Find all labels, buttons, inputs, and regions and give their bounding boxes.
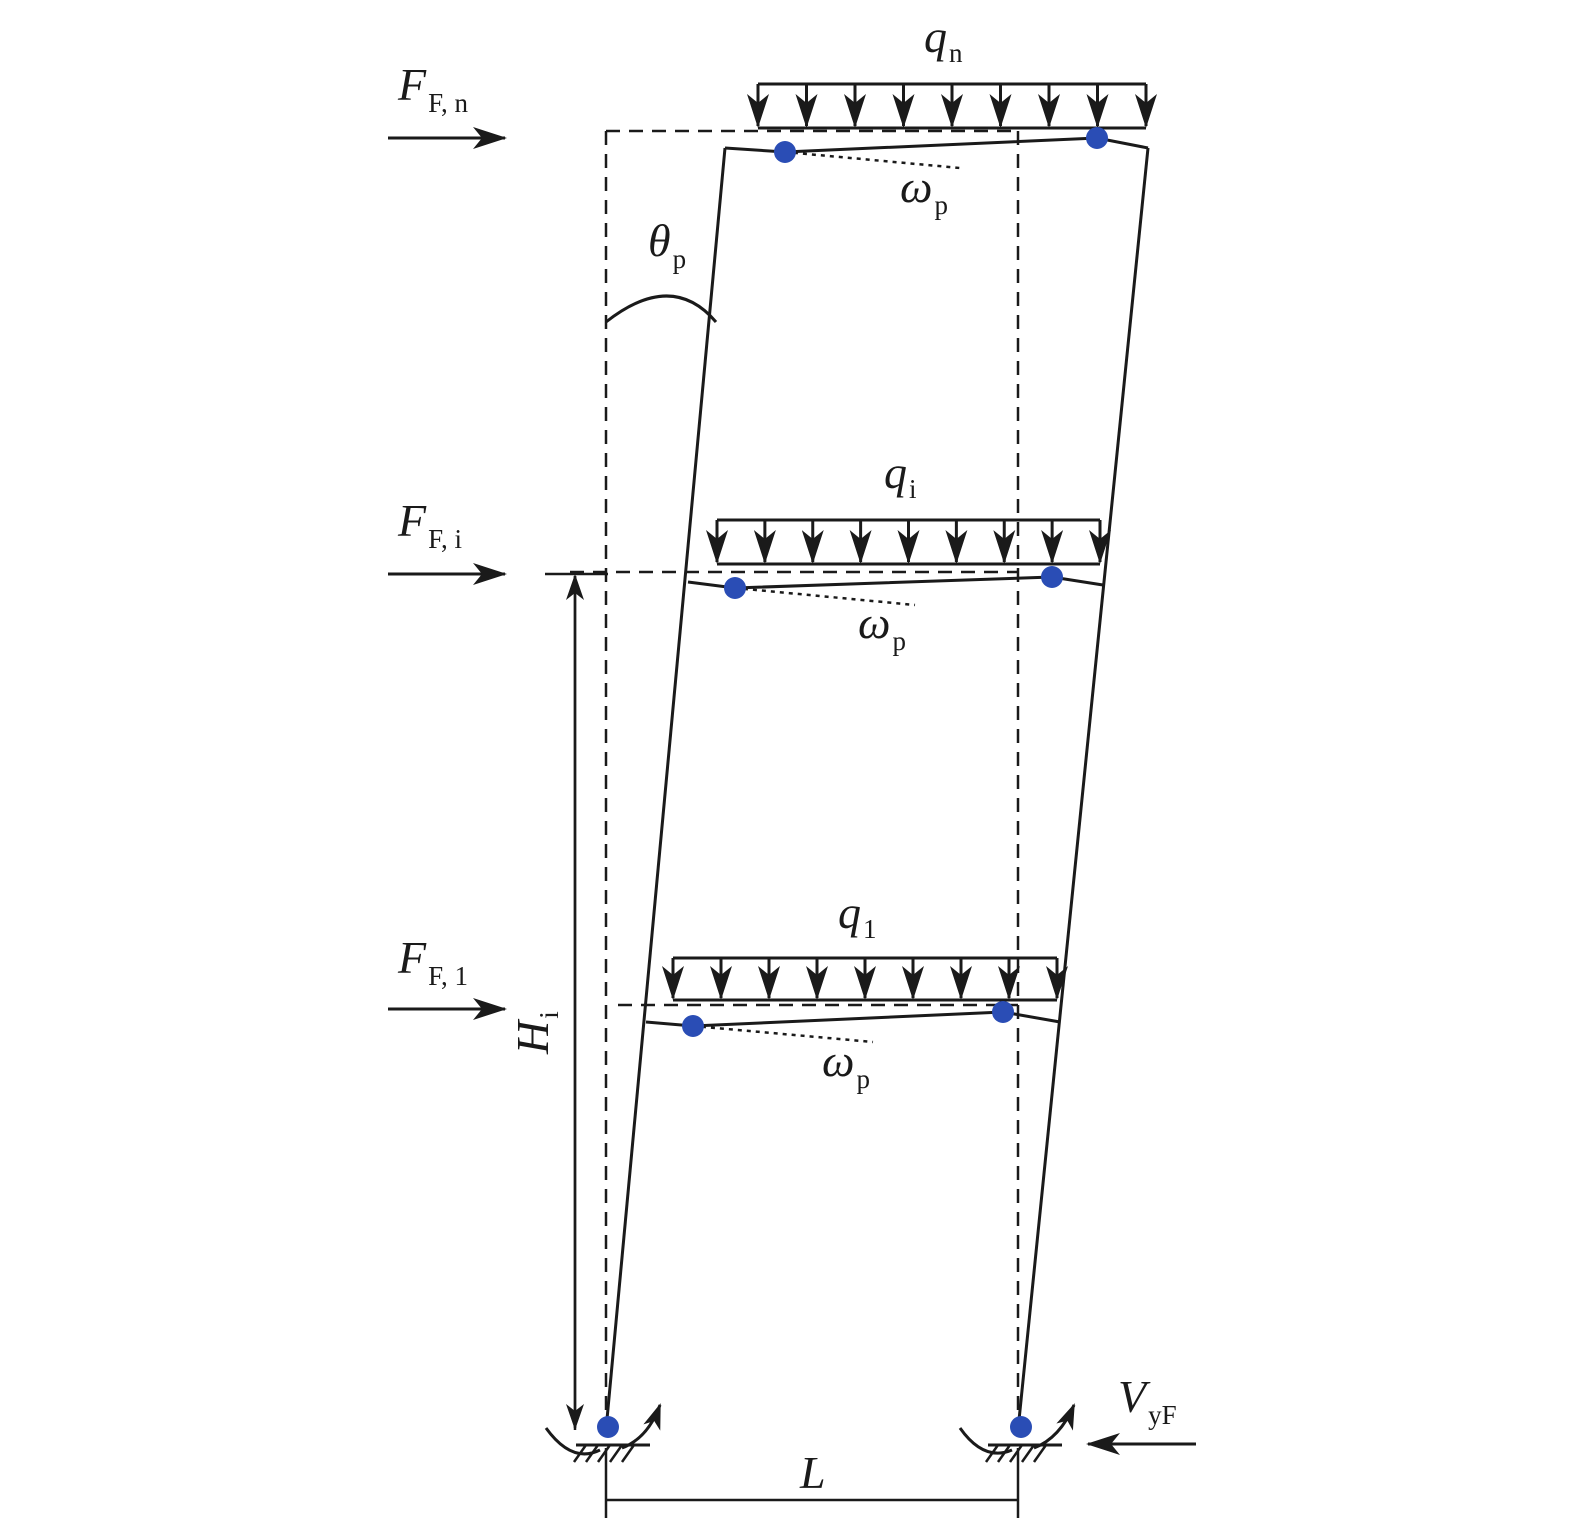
height-dimension xyxy=(545,572,608,1430)
label-drift-angle: θp xyxy=(648,215,686,274)
undeformed-frame xyxy=(570,129,1020,1430)
label-span: L xyxy=(799,1447,826,1498)
hinge-dot xyxy=(992,1001,1014,1023)
label-rotation-n: ωp xyxy=(900,161,948,220)
hinge-dot xyxy=(597,1416,619,1438)
label-load-n: qn xyxy=(924,11,963,68)
label-rotation-i: ωp xyxy=(858,597,906,656)
plastic-hinges xyxy=(597,127,1108,1438)
left-support xyxy=(544,1403,662,1463)
hinge-dot xyxy=(1010,1416,1032,1438)
distributed-load-1 xyxy=(662,956,1068,1002)
distributed-load-i xyxy=(706,518,1111,566)
label-force-i: FF, i xyxy=(397,495,462,554)
floor-force-arrows xyxy=(388,127,507,1020)
label-force-1: FF, 1 xyxy=(397,932,468,991)
drift-angle-arc xyxy=(605,294,718,324)
label-force-n: FF, n xyxy=(397,59,468,118)
span-dimension xyxy=(604,1448,1020,1518)
label-height: Hi xyxy=(507,1011,564,1055)
distributed-load-n xyxy=(747,82,1157,130)
hinge-dot xyxy=(1086,127,1108,149)
hinge-dot xyxy=(724,577,746,599)
label-load-i: qi xyxy=(884,447,917,504)
hinge-dot xyxy=(1041,566,1063,588)
rotation-reference-lines xyxy=(692,150,961,1044)
label-load-1: q1 xyxy=(838,887,877,944)
label-rotation-1: ωp xyxy=(822,1035,870,1094)
right-support xyxy=(958,1403,1076,1463)
hinge-dot xyxy=(682,1015,704,1037)
deformed-frame xyxy=(604,136,1150,1431)
label-base-shear: VyF xyxy=(1118,1371,1177,1430)
hinge-dot xyxy=(774,141,796,163)
